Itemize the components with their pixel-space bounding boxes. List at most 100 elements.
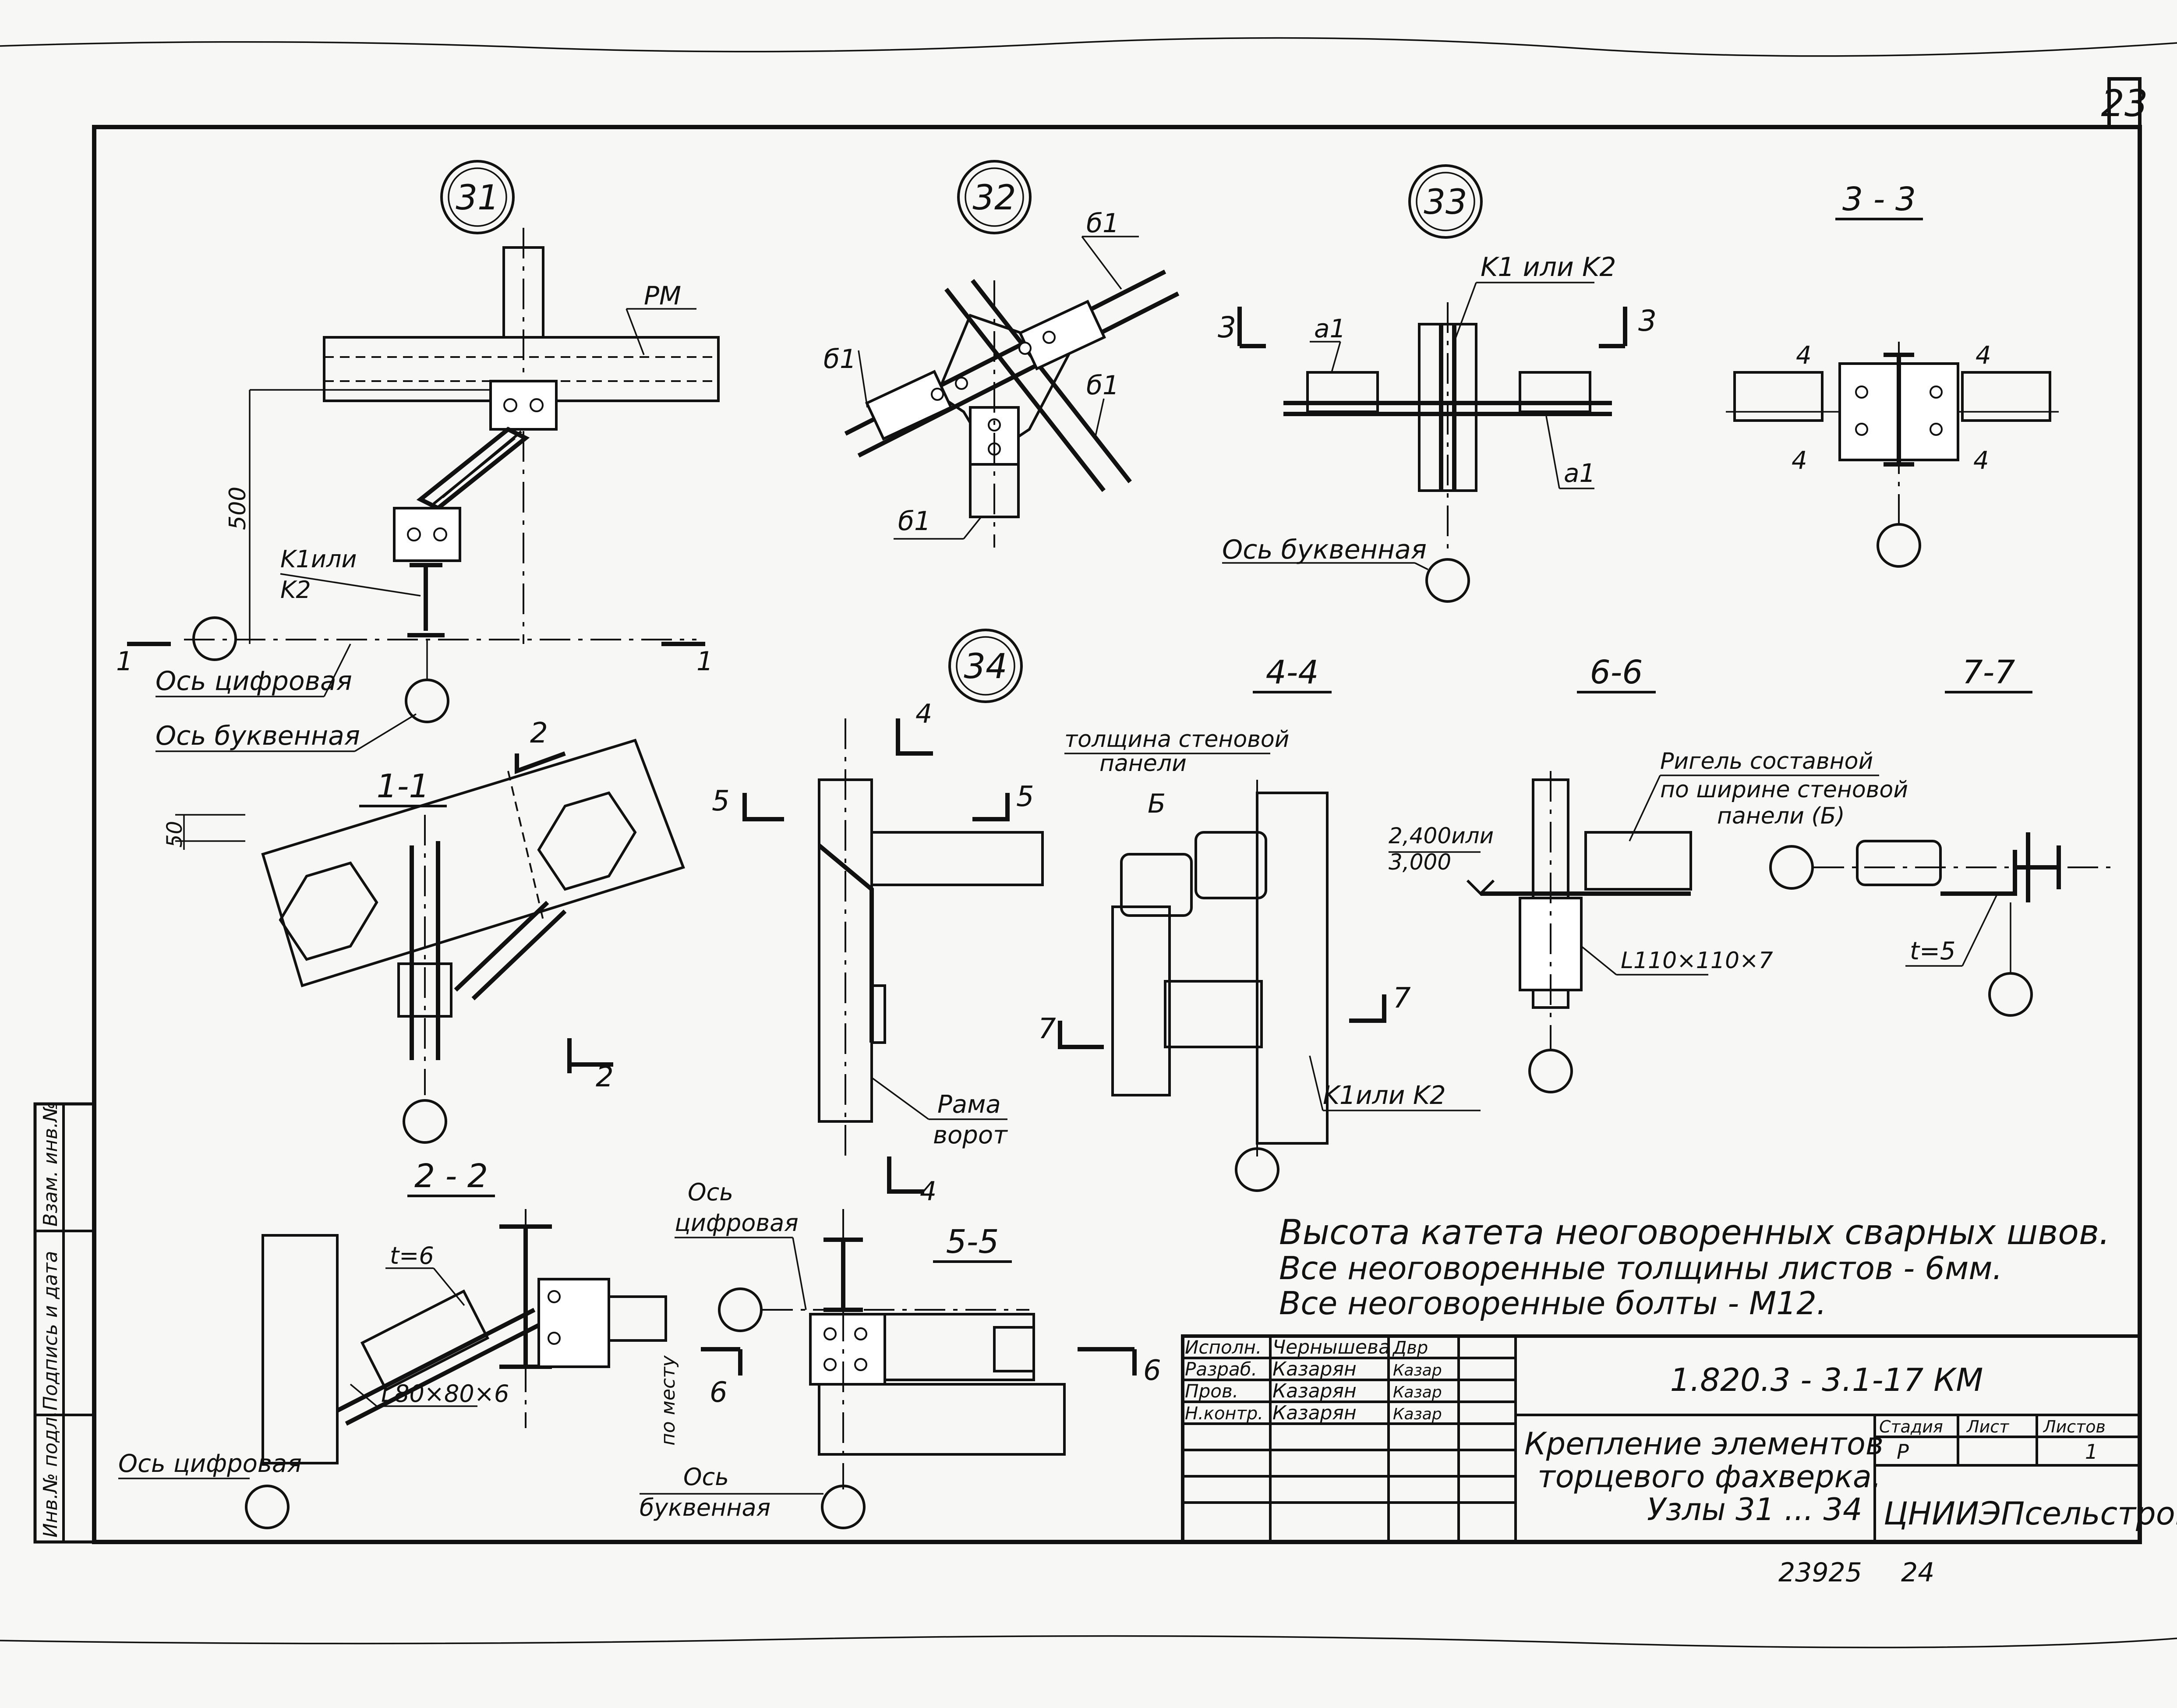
- tb-stage-head: Стадия: [1879, 1417, 1943, 1436]
- label-b1-top: б1: [1086, 208, 1119, 239]
- tb-sign-1: Двр: [1392, 1338, 1428, 1358]
- cut-5-left: 5: [712, 785, 730, 817]
- label-k1-or: K1или: [280, 545, 357, 573]
- axis-digit-22: Ось цифровая: [118, 1450, 302, 1478]
- section-2-2-label: 2 - 2: [414, 1157, 488, 1195]
- cut-2-top: 2: [530, 717, 548, 750]
- title-block: Испoлн. Чернышева Двр Разраб. Казарян Ка…: [1181, 1334, 2177, 1544]
- note-2: Все неоговоренные толщины листов - 6мм.: [1279, 1250, 2002, 1287]
- label-k1-or-k2-44: K1или K2: [1323, 1080, 1446, 1110]
- cut-3-left: 3: [1218, 311, 1236, 344]
- label-rama: Рама: [937, 1090, 1001, 1119]
- section-5-5-label: 5-5: [946, 1223, 999, 1261]
- axis-letter-label: Ось буквенная: [156, 721, 360, 751]
- label-k2: K2: [280, 576, 311, 604]
- dim-500: 500: [225, 487, 251, 530]
- node-33-label: 33: [1424, 183, 1467, 222]
- node-34: 34 4 5 5 Рама ворот 4: [712, 629, 1044, 1207]
- label-k1-or-k2: K1 или K2: [1481, 252, 1616, 283]
- axis-digit-55-b: цифровая: [675, 1209, 799, 1237]
- label-l110: L110×110×7: [1621, 948, 1773, 974]
- section-6-6-label: 6-6: [1590, 654, 1643, 691]
- node-32: 32 б1 б1 б1 б1: [823, 160, 1180, 548]
- cut-4-top: 4: [915, 699, 932, 729]
- stamp-replace: Взам. инв.№: [39, 1102, 62, 1227]
- label-vorot: ворот: [933, 1121, 1008, 1149]
- section-4-4-label: 4-4: [1266, 654, 1319, 691]
- weld-4-b: 4: [1976, 341, 1991, 370]
- node-32-label: 32: [972, 178, 1016, 218]
- tb-sign-4: Казар: [1393, 1405, 1442, 1423]
- cut-7-left: 7: [1038, 1013, 1056, 1045]
- tb-sheets-head: Листов: [2043, 1417, 2106, 1436]
- section-4-4: 4-4 толщина стеновой панели Б 7 7 K1или …: [1038, 654, 1481, 1192]
- general-notes: Высота катета неоговоренных сварных швов…: [1279, 1213, 2110, 1322]
- tb-doc-code: 1.820.3 - 3.1-17 КМ: [1670, 1361, 1983, 1398]
- tb-sign-2: Казар: [1393, 1361, 1442, 1379]
- label-t5: t=5: [1910, 937, 1956, 965]
- section-1-1: 1-1 50 2 2: [163, 717, 685, 1144]
- tb-name-2: Казарян: [1272, 1358, 1357, 1380]
- section-3-3-label: 3 - 3: [1842, 180, 1916, 218]
- section-5-5: 5-5 Ось цифровая 6 6 Ось буквенная: [640, 1178, 1161, 1529]
- label-rigel-b: по ширине стеновой: [1660, 777, 1908, 803]
- stamp-sign: Подпись и дата: [39, 1251, 62, 1411]
- note-3: Все неоговоренные болты - М12.: [1279, 1285, 1827, 1322]
- scan-edge-bottom: [0, 1635, 2177, 1648]
- node-31-label: 31: [456, 178, 499, 218]
- stamp-inv: Инв.№ подл.: [39, 1411, 62, 1538]
- cut-1-right: 1: [696, 646, 713, 677]
- section-1-1-label: 1-1: [377, 767, 430, 805]
- label-rigel-c: панели (Б): [1717, 803, 1845, 829]
- label-wall-thickness: толщина стеновой: [1064, 726, 1289, 753]
- note-1: Высота катета неоговоренных сварных швов…: [1279, 1213, 2110, 1252]
- tb-role-3: Пров.: [1185, 1380, 1238, 1402]
- tb-role-4: Н.контр.: [1185, 1404, 1263, 1424]
- section-7-7-label: 7-7: [1962, 654, 2015, 691]
- cut-3-right: 3: [1638, 304, 1657, 338]
- cut-6-right: 6: [1143, 1354, 1161, 1387]
- section-6-6: 6-6 2,400или 3,000 L110×110×7 Ригель сос…: [1389, 654, 1908, 1093]
- label-l80: L80×80×6: [381, 1380, 509, 1407]
- label-rigel-a: Ригель составной: [1660, 748, 1873, 774]
- axis-digit-label: Ось цифровая: [156, 666, 352, 697]
- cut-5-right: 5: [1016, 781, 1034, 813]
- tb-title-2: торцевого фахверка.: [1537, 1459, 1881, 1495]
- section-7-7: 7-7 t=5: [1769, 654, 2111, 1017]
- sheet-number: 23: [2101, 82, 2148, 125]
- cut-6-left: 6: [710, 1376, 728, 1409]
- side-stamp: Инв.№ подл. Подпись и дата Взам. инв.№: [33, 1102, 96, 1544]
- axis-letter-33: Ось буквенная: [1222, 534, 1427, 565]
- tb-sheets-value: 1: [2085, 1440, 2098, 1464]
- cut-4-bottom: 4: [920, 1176, 937, 1207]
- label-elev-a: 2,400или: [1389, 823, 1494, 849]
- weld-4-d: 4: [1973, 446, 1989, 475]
- label-po-mestu: по месту: [657, 1355, 679, 1446]
- footer-page: 24: [1901, 1557, 1934, 1588]
- label-elev-b: 3,000: [1389, 849, 1451, 875]
- dim-50: 50: [163, 821, 187, 848]
- label-b1-right: б1: [1086, 370, 1119, 401]
- tb-name-3: Казарян: [1272, 1380, 1357, 1402]
- label-wall-panel: панели: [1099, 750, 1187, 777]
- tb-sign-3: Казар: [1393, 1383, 1442, 1401]
- tb-name-4: Казарян: [1272, 1402, 1357, 1424]
- tb-sheet-head: Лист: [1966, 1417, 2010, 1436]
- label-pm: PM: [644, 281, 681, 311]
- label-b: Б: [1148, 789, 1166, 819]
- label-a1-top: а1: [1314, 314, 1346, 343]
- axis-digit-55-a: Ось: [688, 1178, 733, 1206]
- weld-4-a: 4: [1796, 341, 1812, 370]
- axis-letter-55-a: Ось: [683, 1463, 729, 1491]
- tb-stage-value: Р: [1897, 1440, 1909, 1464]
- tb-title-1: Крепление элементов: [1524, 1426, 1884, 1462]
- node-33: 33 K1 или K2 3 3 а1 а1 Ось буквенная: [1218, 164, 1657, 603]
- label-t6: t=6: [390, 1242, 434, 1270]
- cut-7-right: 7: [1393, 982, 1411, 1015]
- tb-organization: ЦНИИЭПсельстрой: [1884, 1495, 2177, 1532]
- cut-1-left: 1: [116, 646, 133, 677]
- section-3-3: 3 - 3 4 4 4 4: [1726, 180, 2059, 568]
- footer-inventory: 23925: [1778, 1557, 1862, 1588]
- node-34-label: 34: [964, 647, 1007, 686]
